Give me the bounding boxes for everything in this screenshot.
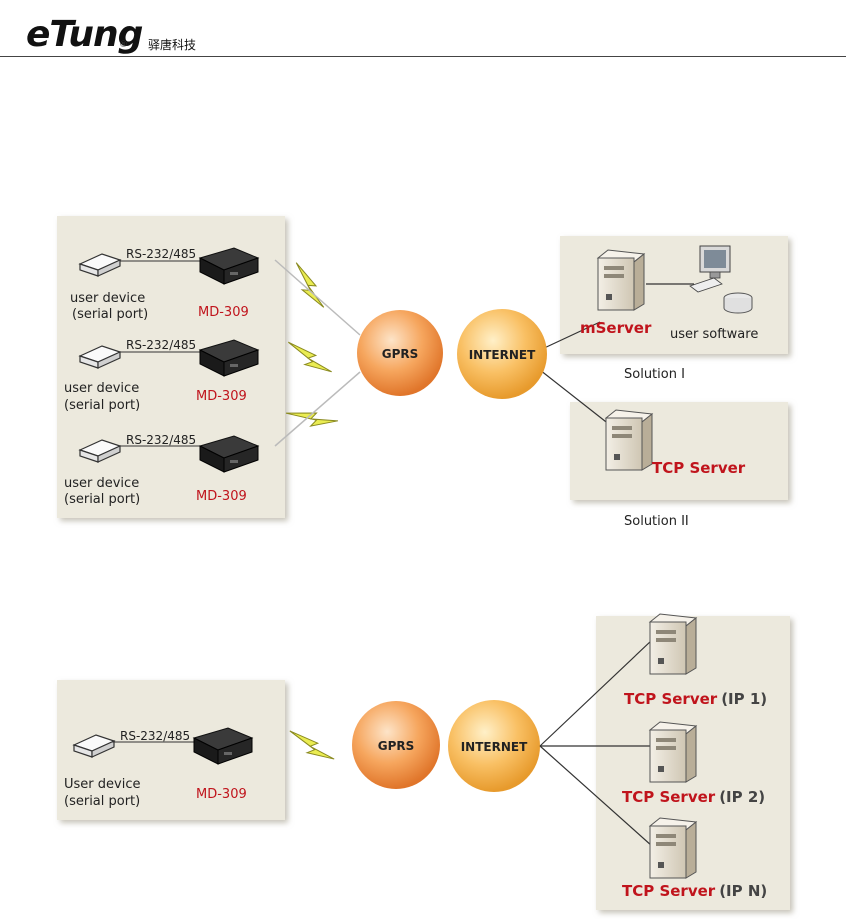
internet-bubble: [457, 309, 547, 399]
wireless-path: [274, 259, 361, 336]
header-divider: [0, 56, 846, 57]
server-icon: [649, 613, 697, 675]
user-device-sublabel: (serial port): [72, 307, 148, 322]
device-row-2: RS-232/485 user device (serial port) MD-…: [64, 338, 259, 413]
link-internet-server-1: [539, 639, 653, 747]
user-software-label: user software: [670, 327, 758, 342]
solution1-label: Solution I: [624, 367, 685, 382]
port-label: RS-232/485: [120, 729, 190, 743]
modem-label: MD-309: [196, 489, 247, 504]
page-header: eTung ® 驿唐科技: [0, 0, 846, 58]
link-internet-tcpserver: [539, 369, 611, 426]
solution2-label: Solution II: [624, 514, 689, 529]
tcp-server-n: TCP Server(IP N): [622, 817, 767, 900]
port-label: RS-232/485: [126, 338, 196, 352]
modem-label: MD-309: [198, 305, 249, 320]
lightning-icon: [285, 391, 339, 443]
modem-label: MD-309: [196, 787, 247, 802]
device-row-1: RS-232/485 user device (serial port) MD-…: [70, 247, 259, 322]
user-device-sublabel: (serial port): [64, 794, 140, 809]
mserver-icon: [597, 249, 645, 311]
lightning-icon: [287, 337, 333, 377]
gprs-bubble: [352, 701, 440, 789]
link-internet-mserver: [539, 321, 601, 351]
tcp-server-label: TCP Server(IP 1): [624, 690, 767, 708]
etung-logo: eTung: [26, 14, 143, 55]
tcp-server-label: TCP Server(IP N): [622, 882, 767, 900]
registered-mark: ®: [119, 40, 128, 50]
company-name: 驿唐科技: [148, 38, 197, 52]
user-device-label: user device: [70, 291, 145, 306]
tcp-server-1: TCP Server(IP 1): [624, 613, 767, 708]
monitor-icon: [689, 245, 731, 293]
tcp-server-label: TCP Server(IP 2): [622, 788, 765, 806]
user-device-label: User device: [64, 777, 140, 792]
internet-label: INTERNET: [461, 740, 528, 754]
lightning-icon: [289, 724, 335, 766]
tcp-server-2: TCP Server(IP 2): [622, 721, 765, 806]
server-icon: [649, 817, 697, 879]
link-internet-server-n: [539, 745, 653, 847]
database-icon: [723, 292, 753, 314]
gprs-label: GPRS: [382, 347, 419, 361]
port-label: RS-232/485: [126, 433, 196, 447]
user-device-label: user device: [64, 381, 139, 396]
server-icon: [649, 721, 697, 783]
lightning-icon: [285, 262, 335, 308]
user-device-label: user device: [64, 476, 139, 491]
wireless-path: [274, 371, 361, 447]
tcp-server-label: TCP Server: [652, 459, 746, 477]
user-device-sublabel: (serial port): [64, 492, 140, 507]
device-row: RS-232/485 User device (serial port) MD-…: [64, 727, 253, 809]
internet-label: INTERNET: [469, 348, 536, 362]
user-device-sublabel: (serial port): [64, 398, 140, 413]
modem-label: MD-309: [196, 389, 247, 404]
device-row-3: RS-232/485 user device (serial port) MD-…: [64, 433, 259, 507]
solution2-panel: [570, 402, 788, 500]
tcp-server-icon: [605, 409, 653, 471]
gprs-bubble: [357, 310, 443, 396]
gprs-label: GPRS: [378, 739, 415, 753]
mserver-label: mServer: [580, 319, 652, 337]
port-label: RS-232/485: [126, 247, 196, 261]
internet-bubble: [448, 700, 540, 792]
